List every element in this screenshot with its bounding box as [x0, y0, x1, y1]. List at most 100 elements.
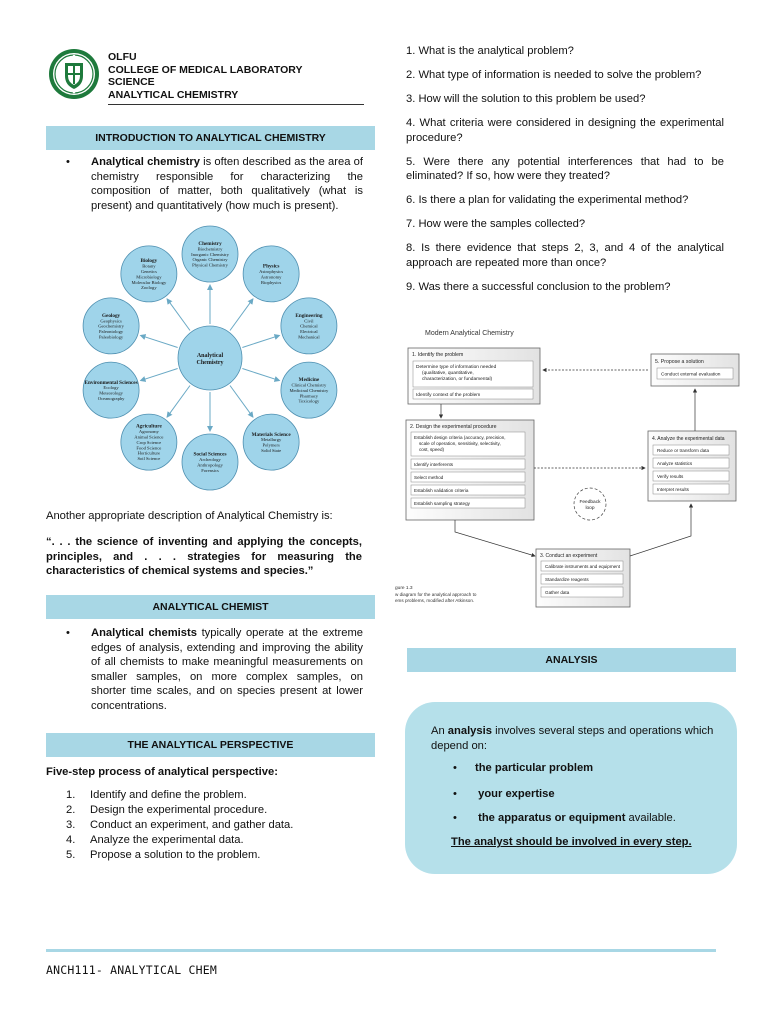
- discipline-subfield: Chemical: [300, 324, 318, 329]
- flow-box4-item: Interpret results: [657, 487, 690, 492]
- discipline-bubble-materials-science: Materials ScienceMetallurgyPolymersSolid…: [242, 413, 300, 471]
- discipline-subfield: Ecology: [103, 385, 119, 390]
- flow-box3-item: Calibrate instruments and equipment: [545, 564, 621, 569]
- center-label: Chemistry: [197, 360, 224, 366]
- discipline-subfield: Astronomy: [261, 274, 282, 279]
- discipline-bubble-social-sciences: Social SciencesArcheologyAnthropologyFor…: [181, 433, 239, 491]
- discipline-subfield: Genetics: [141, 269, 157, 274]
- flow-box3-item: Gather data: [545, 590, 570, 595]
- diagram-arrow: [139, 334, 178, 348]
- step-item: 1.Identify and define the problem.: [66, 789, 247, 801]
- flow-box1-title: 1. Identify the problem: [412, 352, 463, 358]
- discipline-title: Physics: [263, 264, 279, 270]
- discipline-title: Environmental Sciences: [85, 380, 138, 386]
- analysis-callout: An analysis involves several steps and o…: [405, 702, 737, 874]
- five-step-title: Five-step process of analytical perspect…: [46, 766, 278, 778]
- diagram-arrow: [229, 385, 254, 418]
- discipline-subfield: Biophysics: [261, 280, 282, 285]
- intro-definition: is often described as the area of chemis…: [91, 156, 363, 212]
- step-item: 5.Propose a solution to the problem.: [66, 849, 261, 861]
- question-item: 1. What is the analytical problem?: [406, 45, 574, 57]
- discipline-subfield: Forensics: [201, 468, 219, 473]
- discipline-subfield: Soil Science: [137, 456, 160, 461]
- step-item: 2.Design the experimental procedure.: [66, 804, 268, 816]
- analysis-dependency-item: •the particular problem: [453, 762, 594, 774]
- flow-box4-item: Verify results: [657, 474, 684, 479]
- discipline-bubble-biology: BiologyBotanyGeneticsMicrobiologyMolecul…: [120, 245, 178, 303]
- flow-box2-item: Identify interferents: [414, 462, 454, 467]
- flow-caption: w diagram for the analytical approach to: [395, 592, 477, 597]
- discipline-subfield: Food Science: [136, 445, 161, 450]
- flow-box4-item: Reduce or transform data: [657, 448, 710, 453]
- flow-box2-item: cost, speed): [419, 447, 444, 452]
- diagram-arrow: [242, 368, 281, 382]
- bullet-dot: •: [66, 627, 70, 639]
- discipline-subfield: Clinical Chemistry: [291, 383, 327, 388]
- discipline-subfield: Polymers: [262, 443, 280, 448]
- question-item: 4. What criteria were considered in desi…: [406, 117, 724, 144]
- analysis-dependency-item: • your expertise: [453, 788, 555, 800]
- discipline-title: Geology: [102, 313, 121, 319]
- discipline-subfield: Inorganic Chemistry: [191, 252, 230, 257]
- discipline-subfield: Zoology: [141, 285, 157, 290]
- analysis-term: analysis: [447, 725, 492, 737]
- discipline-subfield: Physical Chemistry: [192, 263, 229, 268]
- discipline-subfield: Solid State: [261, 448, 281, 453]
- diagram-arrow: [242, 334, 281, 348]
- college-seal-logo: [49, 49, 99, 99]
- question-item: 2. What type of information is needed to…: [406, 69, 702, 81]
- step-item: 3.Conduct an experiment, and gather data…: [66, 819, 294, 831]
- discipline-subfield: Archeology: [199, 457, 221, 462]
- discipline-subfield: Mechanical: [298, 334, 320, 339]
- footer-course-label: ANCH111- ANALYTICAL CHEM: [46, 963, 217, 977]
- flow-box3-title: 3. Conduct an experiment: [540, 553, 598, 559]
- flow-box2-item: Establish sampling strategy: [414, 501, 471, 506]
- institution-heading: OLFU COLLEGE OF MEDICAL LABORATORY SCIEN…: [108, 51, 302, 101]
- discipline-subfield: Animal Science: [134, 435, 163, 440]
- discipline-title: Medicine: [299, 377, 320, 383]
- flow-box4-title: 4. Analyze the experimental data: [652, 436, 725, 442]
- diagram-arrow: [166, 385, 191, 418]
- flow-box5-item: Conduct external evaluation: [661, 372, 721, 378]
- diagram-arrow: [166, 298, 191, 331]
- intro-term: Analytical chemistry: [91, 156, 200, 168]
- flow-box2-title: 2. Design the experimental procedure: [410, 424, 497, 430]
- discipline-subfield: Civil: [304, 318, 314, 323]
- discipline-title: Agriculture: [136, 424, 163, 430]
- discipline-bubble-environmental-sciences: Environmental SciencesEcologyMeteorology…: [82, 361, 140, 419]
- step-item: 4.Analyze the experimental data.: [66, 834, 244, 846]
- flow-box4-item: Analyze statistics: [657, 461, 693, 466]
- analysis-intro: An analysis involves several steps and o…: [431, 725, 714, 752]
- discipline-subfield: Organic Chemistry: [192, 257, 228, 262]
- analytical-questions-list: 1. What is the analytical problem? 2. Wh…: [406, 44, 724, 304]
- flow-arrow-2-to-3: [454, 520, 536, 558]
- chemist-term: Analytical chemists: [91, 627, 197, 639]
- feedback-label: Feedback: [579, 499, 601, 505]
- another-description-label: Another appropriate description of Analy…: [46, 510, 333, 522]
- institution-name: OLFU: [108, 51, 137, 63]
- discipline-subfield: Geophysics: [100, 318, 122, 323]
- diagram-arrows: [139, 284, 281, 432]
- flow-box2-item: scale of operation, sensitivity, selecti…: [419, 441, 501, 446]
- chemist-section-heading: ANALYTICAL CHEMIST: [46, 595, 375, 619]
- header-divider: [108, 104, 364, 105]
- question-item: 7. How were the samples collected?: [406, 218, 586, 230]
- flow-caption: gure 1.3: [395, 585, 413, 591]
- discipline-subfield: Electrical: [300, 329, 318, 334]
- discipline-subfield: Geochemistry: [98, 324, 124, 329]
- discipline-subfield: Metallurgy: [261, 437, 282, 442]
- discipline-subfield: Pharmacy: [300, 393, 319, 398]
- discipline-subfield: Paleontology: [99, 329, 124, 334]
- flow-box1-item: (qualitative, quantitative,: [422, 370, 474, 376]
- discipline-subfield: Oceanography: [98, 396, 125, 401]
- flow-caption: ems problems, modified after Atkinson.: [395, 598, 474, 603]
- flow-box2-item: Establish design criteria (accuracy, pre…: [414, 435, 506, 440]
- analysis-conclusion: The analyst should be involved in every …: [451, 836, 692, 848]
- discipline-title: Materials Science: [252, 432, 292, 438]
- five-step-list: 1.Identify and define the problem. 2.Des…: [66, 788, 293, 863]
- college-name-line1: COLLEGE OF MEDICAL LABORATORY: [108, 63, 303, 76]
- college-name-line2: SCIENCE: [108, 76, 155, 88]
